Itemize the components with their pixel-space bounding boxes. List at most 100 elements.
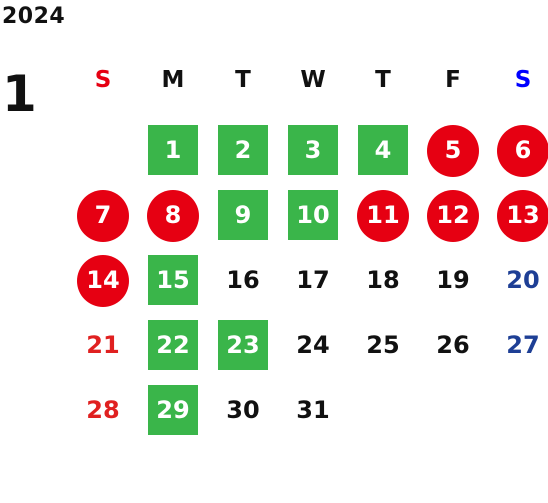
day-number: 22: [156, 331, 190, 359]
business-day-marker: [148, 255, 198, 305]
week-row: 28 29 30 31: [68, 385, 548, 435]
calendar-day-5[interactable]: 5: [418, 125, 488, 177]
calendar-day-19[interactable]: 19: [418, 255, 488, 305]
calendar-day-9[interactable]: 9: [208, 190, 278, 240]
holiday-marker: [77, 255, 129, 307]
week-row: 7 8 9 10 11 12 13: [68, 190, 548, 242]
day-number: 20: [506, 266, 540, 294]
weekday-thursday: T: [348, 55, 418, 105]
day-number: 27: [506, 331, 540, 359]
day-number: 4: [374, 136, 392, 164]
week-row: 14 15 16 17 18 19 20: [68, 255, 548, 307]
day-number: 15: [156, 266, 190, 294]
business-day-marker: [218, 190, 268, 240]
holiday-marker: [427, 125, 479, 177]
weekday-label: W: [300, 67, 326, 93]
weekday-label: S: [94, 67, 112, 93]
calendar-day-14[interactable]: 14: [68, 255, 138, 307]
holiday-marker: [147, 190, 199, 242]
calendar-day-25[interactable]: 25: [348, 320, 418, 370]
day-number: 8: [164, 201, 182, 229]
day-number: 6: [514, 136, 532, 164]
day-number: 28: [86, 396, 120, 424]
calendar-day-6[interactable]: 6: [488, 125, 548, 177]
year-label: 2024: [2, 4, 66, 29]
day-number: 9: [234, 201, 252, 229]
calendar-day-12[interactable]: 12: [418, 190, 488, 242]
weekday-friday: F: [418, 55, 488, 105]
calendar-day-8[interactable]: 8: [138, 190, 208, 242]
weekday-label: S: [514, 67, 532, 93]
business-day-marker: [218, 320, 268, 370]
day-number: 7: [94, 201, 112, 229]
calendar-day-4[interactable]: 4: [348, 125, 418, 175]
weekday-saturday: S: [488, 55, 548, 105]
day-number: 10: [296, 201, 330, 229]
business-day-marker: [288, 190, 338, 240]
business-day-marker: [288, 125, 338, 175]
day-number: 17: [296, 266, 330, 294]
day-number: 14: [86, 266, 120, 294]
calendar-day-17[interactable]: 17: [278, 255, 348, 305]
month-label: 1: [2, 65, 37, 123]
calendar-day-20[interactable]: 20: [488, 255, 548, 305]
weekday-label: T: [375, 67, 391, 93]
calendar-day-29[interactable]: 29: [138, 385, 208, 435]
calendar-day-1[interactable]: 1: [138, 125, 208, 175]
calendar-day-2[interactable]: 2: [208, 125, 278, 175]
day-number: 29: [156, 396, 190, 424]
calendar-day-11[interactable]: 11: [348, 190, 418, 242]
calendar-day-15[interactable]: 15: [138, 255, 208, 305]
calendar-day-28[interactable]: 28: [68, 385, 138, 435]
calendar-day-16[interactable]: 16: [208, 255, 278, 305]
holiday-marker: [357, 190, 409, 242]
weekday-sunday: S: [68, 55, 138, 105]
calendar-day-30[interactable]: 30: [208, 385, 278, 435]
day-number: 30: [226, 396, 260, 424]
business-day-marker: [358, 125, 408, 175]
weekday-label: T: [235, 67, 251, 93]
day-number: 23: [226, 331, 260, 359]
calendar-day-18[interactable]: 18: [348, 255, 418, 305]
day-number: 21: [86, 331, 120, 359]
calendar-day-23[interactable]: 23: [208, 320, 278, 370]
day-number: 16: [226, 266, 260, 294]
weekday-header-row: S M T W T F S: [68, 55, 548, 105]
day-number: 3: [304, 136, 322, 164]
calendar-day-22[interactable]: 22: [138, 320, 208, 370]
day-number: 24: [296, 331, 330, 359]
calendar-day-24[interactable]: 24: [278, 320, 348, 370]
calendar-day-27[interactable]: 27: [488, 320, 548, 370]
day-number: 2: [234, 136, 252, 164]
calendar-day-10[interactable]: 10: [278, 190, 348, 240]
holiday-marker: [497, 190, 548, 242]
day-number: 18: [366, 266, 400, 294]
day-number: 11: [366, 201, 400, 229]
day-number: 26: [436, 331, 470, 359]
calendar-day-21[interactable]: 21: [68, 320, 138, 370]
calendar-day-13[interactable]: 13: [488, 190, 548, 242]
business-day-marker: [148, 385, 198, 435]
day-number: 5: [444, 136, 462, 164]
weekday-wednesday: W: [278, 55, 348, 105]
day-number: 13: [506, 201, 540, 229]
holiday-marker: [497, 125, 548, 177]
day-number: 19: [436, 266, 470, 294]
calendar-day-31[interactable]: 31: [278, 385, 348, 435]
holiday-marker: [77, 190, 129, 242]
weekday-tuesday: T: [208, 55, 278, 105]
business-day-marker: [148, 125, 198, 175]
calendar-day-26[interactable]: 26: [418, 320, 488, 370]
day-number: 31: [296, 396, 330, 424]
day-number: 25: [366, 331, 400, 359]
weekday-label: M: [161, 67, 185, 93]
weekday-monday: M: [138, 55, 208, 105]
calendar-day-7[interactable]: 7: [68, 190, 138, 242]
week-row: 21 22 23 24 25 26 27: [68, 320, 548, 370]
calendar-day-3[interactable]: 3: [278, 125, 348, 175]
day-number: 12: [436, 201, 470, 229]
holiday-marker: [427, 190, 479, 242]
business-day-marker: [148, 320, 198, 370]
weekday-label: F: [445, 67, 461, 93]
